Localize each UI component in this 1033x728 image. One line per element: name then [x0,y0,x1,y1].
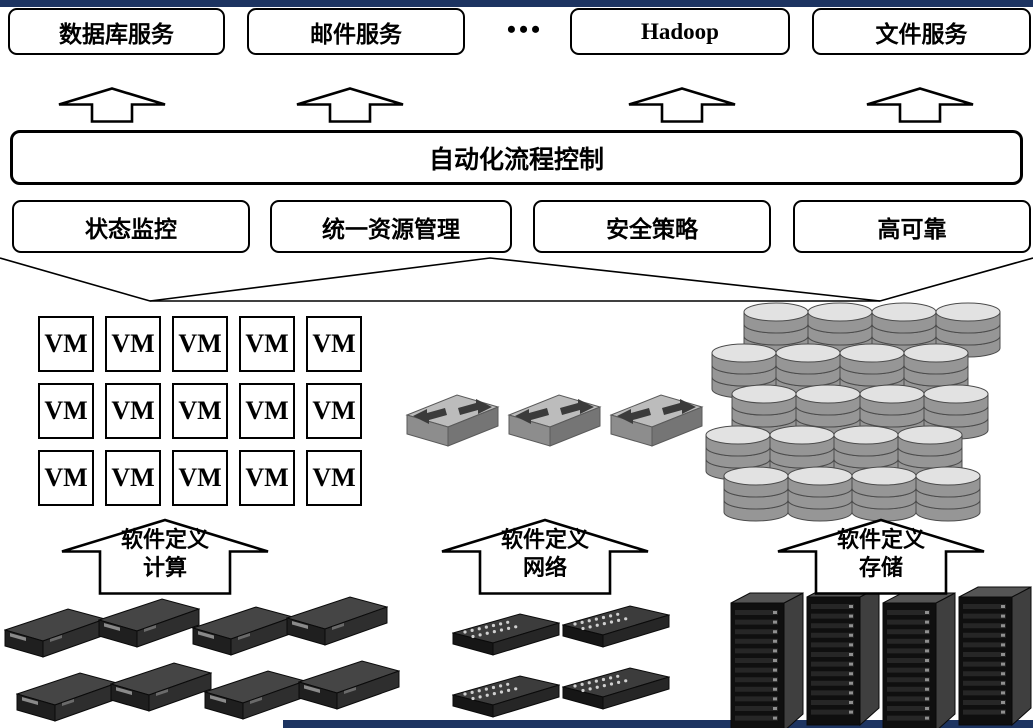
rack-unit-server-icon [192,600,294,660]
hardware-storage-racks [728,584,1033,728]
vm-box: VM [239,383,295,439]
hardware-compute-servers [2,588,402,728]
sdx-label-line1: 软件定义 [120,527,209,552]
vm-box: VM [105,316,161,372]
rack-unit-server-icon [298,654,400,714]
tower-rack-icon [956,584,1033,727]
switch-with-ports-icon [562,664,670,718]
ellipsis-dots: ••• [506,15,544,44]
vm-box: VM [306,316,362,372]
virtual-network-switches [402,386,706,454]
vm-box: VM [172,316,228,372]
switch-with-ports-icon [452,610,560,664]
sdx-label-network: 软件定义 网络 [439,526,651,582]
vm-box: VM [38,450,94,506]
vm-box: VM [105,383,161,439]
tower-rack-icon [728,590,806,728]
vm-box: VM [38,316,94,372]
disk-stack-icon [908,464,988,522]
sdx-label-storage: 软件定义 存储 [775,526,987,582]
vm-box: VM [239,316,295,372]
vm-box: VM [172,450,228,506]
network-switch-3d-icon [504,386,604,454]
rack-unit-server-icon [4,602,106,662]
service-box-file: 文件服务 [812,8,1031,55]
up-arrow-icon [865,87,975,123]
switch-with-ports-icon [452,672,560,726]
bottom-border-bar [283,720,1033,728]
network-switch-3d-icon [402,386,502,454]
vm-box: VM [172,383,228,439]
rack-unit-server-icon [110,656,212,716]
network-switch-3d-icon [606,386,706,454]
virtual-storage-disks [698,300,1033,522]
up-arrow-icon [57,87,167,123]
sdx-label-line1: 软件定义 [500,527,589,552]
rack-unit-server-icon [98,592,200,652]
rack-unit-server-icon [286,590,388,650]
sdx-label-compute: 软件定义 计算 [59,526,271,582]
tower-rack-icon [804,584,882,727]
sdx-label-line1: 软件定义 [836,527,925,552]
sdx-label-line2: 计算 [142,555,187,580]
mgmt-box-status-monitoring: 状态监控 [12,200,250,253]
up-arrow-icon [627,87,737,123]
rack-unit-server-icon [16,666,118,726]
vm-box: VM [239,450,295,506]
vm-box: VM [105,450,161,506]
hardware-network-switches [448,602,678,728]
vm-box: VM [38,383,94,439]
converge-lines [0,257,1033,302]
mgmt-box-unified-resource: 统一资源管理 [270,200,512,253]
sdx-label-line2: 存储 [858,555,903,580]
sdx-label-line2: 网络 [522,555,567,580]
service-box-hadoop: Hadoop [570,8,790,55]
rack-unit-server-icon [204,664,306,724]
top-border-bar [0,0,1033,7]
automation-control-bar: 自动化流程控制 [10,130,1023,185]
up-arrow-icon [295,87,405,123]
vm-box: VM [306,383,362,439]
mgmt-box-security-policy: 安全策略 [533,200,771,253]
service-box-mail: 邮件服务 [247,8,465,55]
service-box-database: 数据库服务 [8,8,225,55]
tower-rack-icon [880,590,958,728]
vm-box: VM [306,450,362,506]
switch-with-ports-icon [562,602,670,656]
mgmt-box-high-reliability: 高可靠 [793,200,1031,253]
